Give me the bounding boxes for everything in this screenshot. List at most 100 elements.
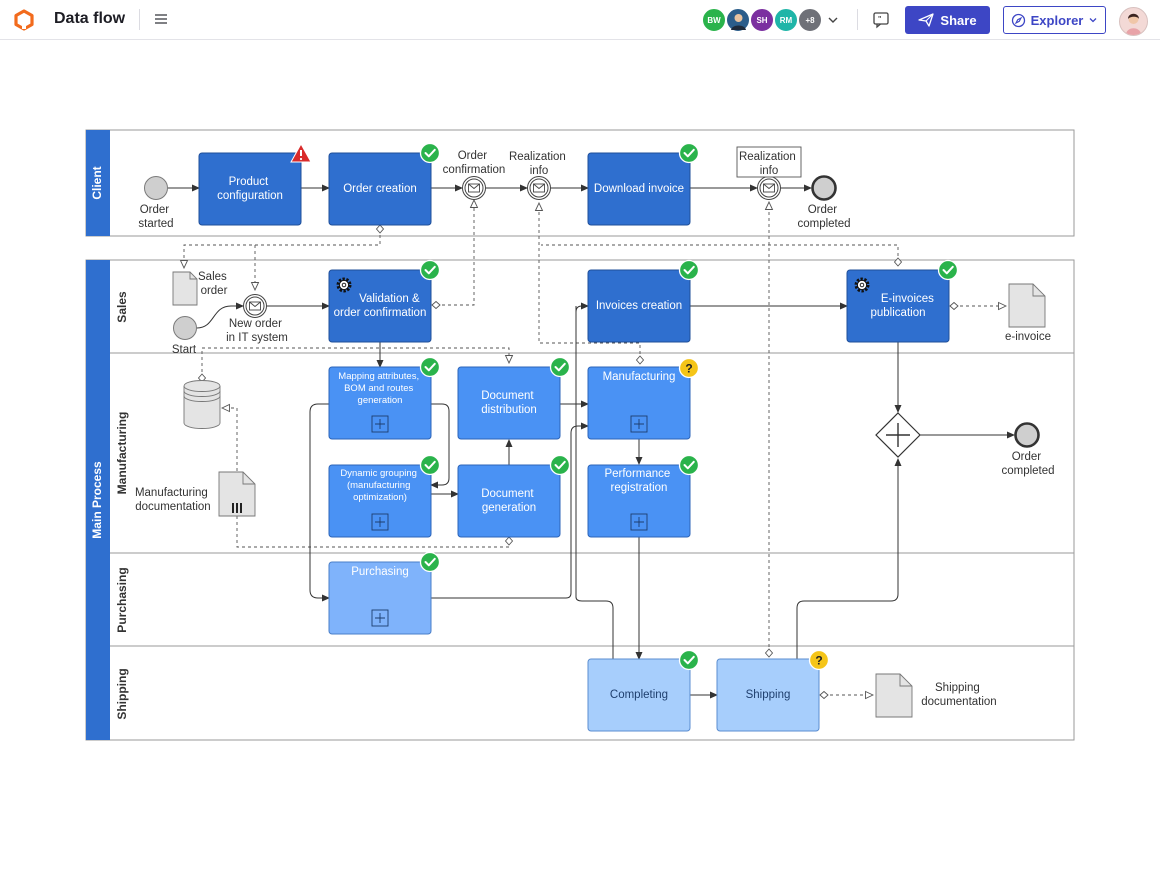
sequence-flow[interactable] [575,306,614,659]
service-task-gear-icon [854,277,870,293]
subprocess-purchasing[interactable]: Purchasing [328,561,432,635]
check-icon[interactable] [419,142,441,164]
message-flow[interactable] [541,244,903,267]
task-label: Completing [610,689,668,701]
message-flow[interactable] [539,203,640,360]
data-object-manufacturing-documentation[interactable] [218,471,256,517]
intermediate-message-event-order-confirmation[interactable] [462,176,486,200]
parallel-gateway[interactable] [875,412,921,458]
task-label: Document [481,488,534,500]
subprocess-expand-icon[interactable] [630,513,648,531]
chevron-down-icon [1089,18,1097,23]
check-icon[interactable] [678,259,700,281]
subprocess-manufacturing[interactable]: Manufacturing [587,366,691,440]
check-icon[interactable] [678,142,700,164]
app-logo-icon[interactable] [13,9,35,31]
task-completing[interactable]: Completing [587,658,691,732]
check-icon[interactable] [549,454,571,476]
task-validation-order-confirmation[interactable]: Validation & order confirmation [328,269,432,343]
intermediate-message-event-new-order[interactable] [243,294,267,318]
start-event-order-started[interactable] [144,176,168,200]
task-order-creation[interactable]: Order creation [328,152,432,226]
chevron-down-icon[interactable] [827,14,839,26]
data-object-sales-order[interactable] [172,271,198,306]
subprocess-expand-icon[interactable] [371,415,389,433]
task-shipping[interactable]: Shipping [716,658,820,732]
task-label: Performance [604,468,670,480]
message-flow[interactable] [184,229,380,268]
envelope-icon [533,183,545,193]
task-label: Validation & [359,293,420,305]
message-flow[interactable] [436,200,474,305]
check-icon[interactable] [937,259,959,281]
user-avatar[interactable] [1119,7,1148,36]
subprocess-expand-icon[interactable] [371,513,389,531]
warning-icon[interactable] [290,142,312,163]
association[interactable] [222,408,509,548]
hamburger-menu-icon[interactable] [154,12,168,26]
sequence-flow[interactable] [431,422,589,599]
main-pool-header[interactable] [86,260,110,740]
task-e-invoices-publication[interactable]: E-invoices publication [846,269,950,343]
sequence-flow[interactable] [796,458,902,659]
event-label-order-completed-main: Order completed [1001,451,1054,477]
check-icon[interactable] [549,356,571,378]
intermediate-message-event-realization-info-2[interactable] [757,176,781,200]
task-label: Download invoice [594,183,684,195]
comment-icon[interactable]: " [872,11,890,29]
data-object-e-invoice[interactable] [1008,283,1046,328]
intermediate-message-event-realization-info[interactable] [527,176,551,200]
event-label-order-confirmation: Order confirmation [443,150,506,176]
data-store[interactable] [183,380,221,429]
client-pool-header[interactable] [86,130,110,236]
subprocess-mapping-attributes[interactable]: Mapping attributes, BOM and routes gener… [328,366,432,440]
sequence-flow[interactable] [196,302,244,329]
subprocess-expand-icon[interactable] [630,415,648,433]
event-label-realization-info-2[interactable]: Realization info [736,146,802,178]
svg-text:Realization info: Realization info [739,151,799,177]
task-download-invoice[interactable]: Download invoice [587,152,691,226]
task-document-distribution[interactable]: Document distribution [457,366,561,440]
collaborator-avatar-photo[interactable] [726,8,750,32]
lane-label-sales: Sales [115,291,129,323]
document-title[interactable]: Data flow [54,10,126,27]
end-event-order-completed-client[interactable] [811,175,837,201]
explorer-dropdown-button[interactable]: Explorer [1003,6,1106,34]
sequence-flow[interactable] [575,302,589,313]
start-event-start[interactable] [173,316,197,340]
data-object-shipping-documentation[interactable] [875,673,913,718]
svg-text:Product configuration: Product configuration [217,176,283,202]
collaborator-avatar-bw[interactable]: BW [702,8,726,32]
check-icon[interactable] [419,356,441,378]
task-invoices-creation[interactable]: Invoices creation [587,269,691,343]
collaborator-avatar-sh[interactable]: SH [750,8,774,32]
task-label: Mapping attributes, [338,371,419,382]
collaborator-avatar-rm[interactable]: RM [774,8,798,32]
service-task-gear-icon [336,277,352,293]
check-icon[interactable] [678,649,700,671]
labels: Order started Order confirmation Realiza… [135,146,1055,708]
end-event-order-completed-main[interactable] [1014,422,1040,448]
svg-text:Mapping attributes, BO: Mapping attributes, BOM and routes gener… [338,371,421,406]
share-button[interactable]: Share [905,6,990,34]
sequence-flow[interactable] [430,403,450,489]
task-label: Manufacturing [603,371,676,383]
task-product-configuration[interactable]: Product configuration [198,152,302,226]
association[interactable] [202,347,509,378]
question-icon[interactable]: ? [808,649,830,671]
status-badges: ? ? [290,142,959,671]
check-icon[interactable] [419,259,441,281]
sequence-flow[interactable] [309,403,330,602]
subprocess-performance-registration[interactable]: Performance registration [587,464,691,538]
subprocess-dynamic-grouping[interactable]: Dynamic grouping (manufacturing optimiza… [328,464,432,538]
question-icon[interactable]: ? [678,357,700,379]
tasks: Product configuration Order creation Dow… [198,152,950,732]
task-document-generation[interactable]: Document generation [457,464,561,538]
more-collaborators-badge[interactable]: +8 [798,8,822,32]
check-icon[interactable] [419,551,441,573]
task-label: Product [229,176,269,188]
check-icon[interactable] [678,454,700,476]
check-icon[interactable] [419,454,441,476]
subprocess-expand-icon[interactable] [371,609,389,627]
